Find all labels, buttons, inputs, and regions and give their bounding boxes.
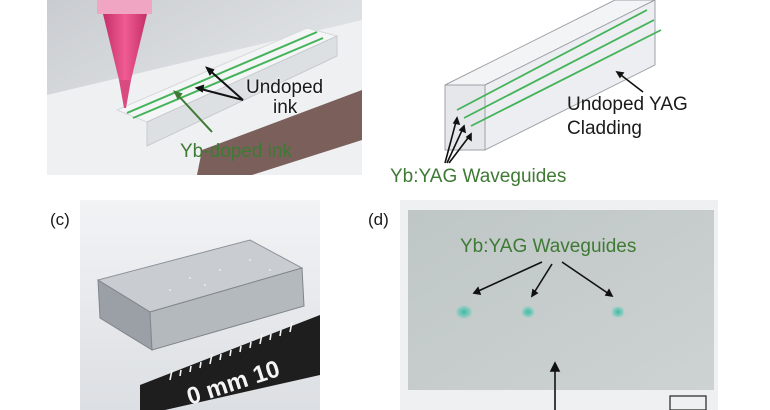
undoped-yag-cladding-label: Undoped YAG Cladding [567,94,688,139]
waveguide-line [463,19,655,119]
panel-a-photo: Undoped ink Yb-doped ink [47,0,362,175]
waveguide-line [132,37,324,119]
waveguide-spot [610,305,626,319]
panel-d-photo: Yb:YAG Waveguides [400,200,718,410]
undoped-ink-label: Undoped ink [246,77,324,118]
panel-d-tag: (d) [368,210,389,229]
waveguides-label-d: Yb:YAG Waveguides [460,236,637,257]
waveguides-label-b: Yb:YAG Waveguides [390,166,567,187]
waveguide-line [456,9,648,111]
waveguide-spot [454,304,474,320]
waveguide-line [470,29,662,127]
panel-c-tag: (c) [50,210,70,229]
end-face-illustration [400,200,718,410]
cladding-block-diagram [444,0,662,164]
syringe-nozzle-icon [97,0,152,108]
waveguide-spot [520,305,536,319]
waveguide-line [126,31,318,114]
panel-c-photo: 0 mm 10 [80,200,320,410]
yb-doped-ink-label: Yb-doped ink [180,141,292,162]
ceramic-part-illustration: 0 mm 10 [80,200,320,410]
panel-b-schematic: Undoped YAG Cladding Yb:YAG Waveguides [385,0,770,200]
panel-a-illustration [47,0,362,175]
